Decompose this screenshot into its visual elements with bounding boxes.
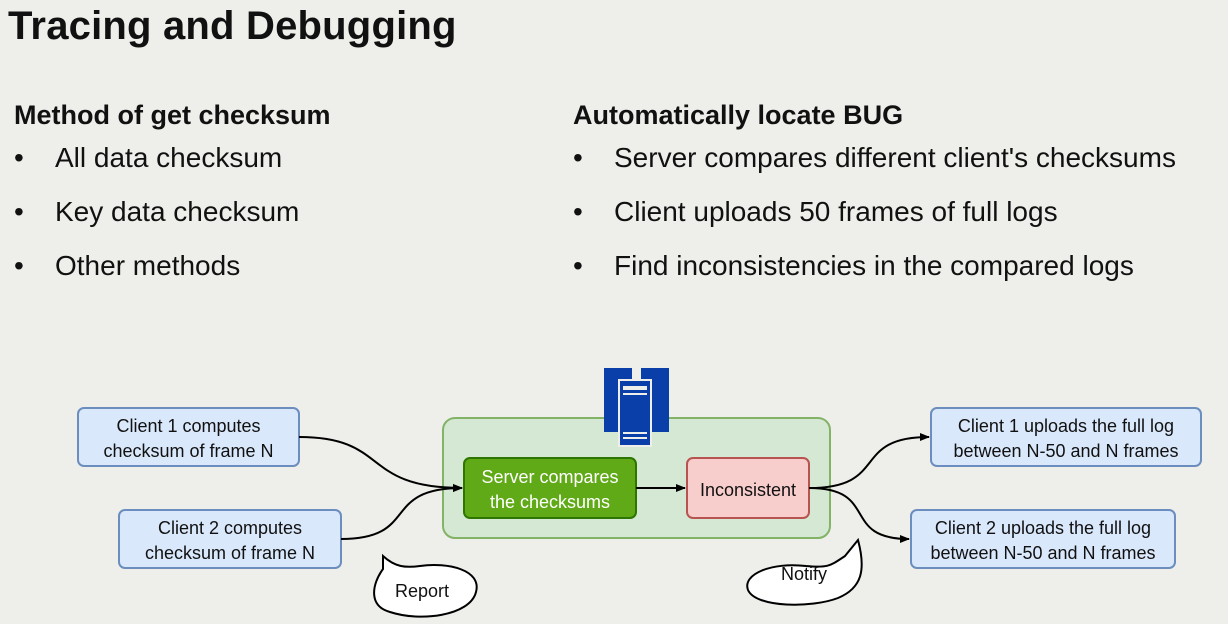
- client2-to-server-arrow: [340, 484, 463, 540]
- inconsistent-to-upload2-arrow: [808, 487, 910, 543]
- right-column: Automatically locate BUG • Server compar…: [573, 100, 1176, 304]
- right-bullet-3: • Find inconsistencies in the compared l…: [573, 250, 1176, 304]
- right-bullet-text: Client uploads 50 frames of full logs: [614, 196, 1058, 227]
- bullet-dot: •: [14, 142, 24, 173]
- client1-upload-line1: Client 1 uploads the full log: [958, 416, 1174, 436]
- client1-upload-line2: between N-50 and N frames: [953, 441, 1178, 461]
- client2-compute-box: Client 2 computes checksum of frame N: [118, 509, 342, 569]
- report-label: Report: [395, 581, 449, 601]
- inconsistent-to-upload1-arrow: [808, 433, 930, 489]
- client2-compute-line2: checksum of frame N: [145, 543, 315, 563]
- left-column: Method of get checksum • All data checks…: [14, 100, 331, 304]
- slide-title: Tracing and Debugging: [8, 4, 457, 48]
- left-bullet-1: • All data checksum: [14, 142, 331, 196]
- bullet-dot: •: [14, 250, 24, 281]
- right-bullet-1: • Server compares different client's che…: [573, 142, 1176, 196]
- bullet-dot: •: [573, 250, 583, 281]
- client1-compute-line1: Client 1 computes: [116, 416, 260, 436]
- server-compares-line2: the checksums: [490, 492, 610, 512]
- right-bullet-2: • Client uploads 50 frames of full logs: [573, 196, 1176, 250]
- client2-upload-box: Client 2 uploads the full log between N-…: [910, 509, 1176, 569]
- server-compares-box: Server compares the checksums: [463, 457, 637, 519]
- client1-compute-box: Client 1 computes checksum of frame N: [77, 407, 300, 467]
- bullet-dot: •: [573, 142, 583, 173]
- inconsistent-label: Inconsistent: [700, 480, 796, 500]
- notify-label: Notify: [781, 564, 827, 584]
- left-bullet-3: • Other methods: [14, 250, 331, 304]
- right-bullet-text: Find inconsistencies in the compared log…: [614, 250, 1134, 281]
- client2-compute-line1: Client 2 computes: [158, 518, 302, 538]
- left-bullet-2: • Key data checksum: [14, 196, 331, 250]
- client1-to-server-arrow: [298, 436, 463, 492]
- right-heading: Automatically locate BUG: [573, 100, 904, 130]
- bullet-dot: •: [573, 196, 583, 227]
- inconsistent-box: Inconsistent: [686, 457, 810, 519]
- server-compares-line1: Server compares: [481, 467, 618, 487]
- client2-upload-line2: between N-50 and N frames: [930, 543, 1155, 563]
- client1-compute-line2: checksum of frame N: [103, 441, 273, 461]
- client1-upload-box: Client 1 uploads the full log between N-…: [930, 407, 1202, 467]
- notify-callout: Notify: [746, 537, 863, 606]
- left-bullet-text: All data checksum: [55, 142, 283, 173]
- left-bullet-text: Other methods: [55, 250, 241, 281]
- right-bullet-text: Server compares different client's check…: [614, 142, 1176, 173]
- report-callout: Report: [373, 553, 478, 618]
- left-bullet-text: Key data checksum: [55, 196, 300, 227]
- left-heading: Method of get checksum: [14, 100, 331, 130]
- client2-upload-line1: Client 2 uploads the full log: [935, 518, 1151, 538]
- server-icon: [604, 368, 669, 447]
- bullet-dot: •: [14, 196, 24, 227]
